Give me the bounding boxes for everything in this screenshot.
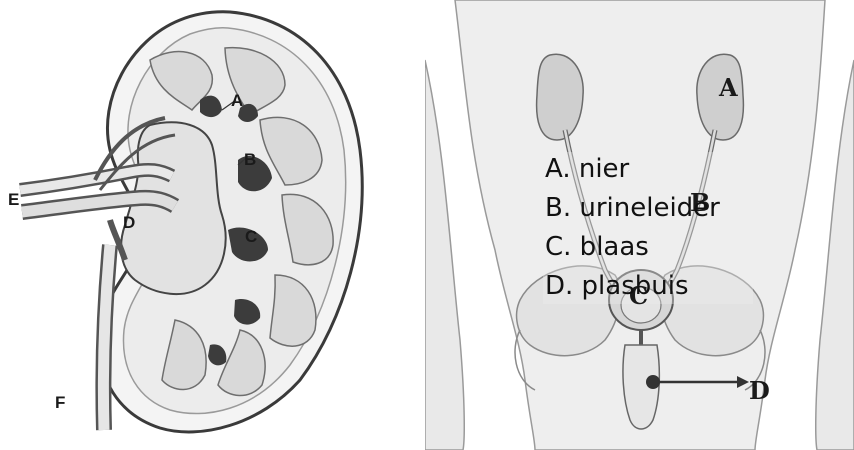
urinary-system-diagram: A B C D A. nier B. urineleider C. blaas … (425, 0, 854, 450)
kidney-label-c: C (245, 227, 257, 247)
legend-item-bladder: C. blaas (545, 228, 720, 267)
legend: A. nier B. urineleider C. blaas D. plasb… (545, 150, 720, 306)
kidney-label-e: E (8, 190, 19, 210)
body-label-d: D (749, 376, 770, 405)
kidney-label-b: B (244, 150, 256, 170)
legend-item-kidney: A. nier (545, 150, 720, 189)
legend-item-urethra: D. plasbuis (545, 267, 720, 306)
kidney-label-f: F (55, 393, 65, 413)
kidney-label-d: D (123, 213, 135, 233)
kidney-label-a: A (231, 91, 243, 111)
kidney-illustration (0, 0, 425, 450)
body-label-a: A (719, 73, 738, 102)
kidney-diagram: A B C D E F (0, 0, 425, 450)
legend-item-ureter: B. urineleider (545, 189, 720, 228)
